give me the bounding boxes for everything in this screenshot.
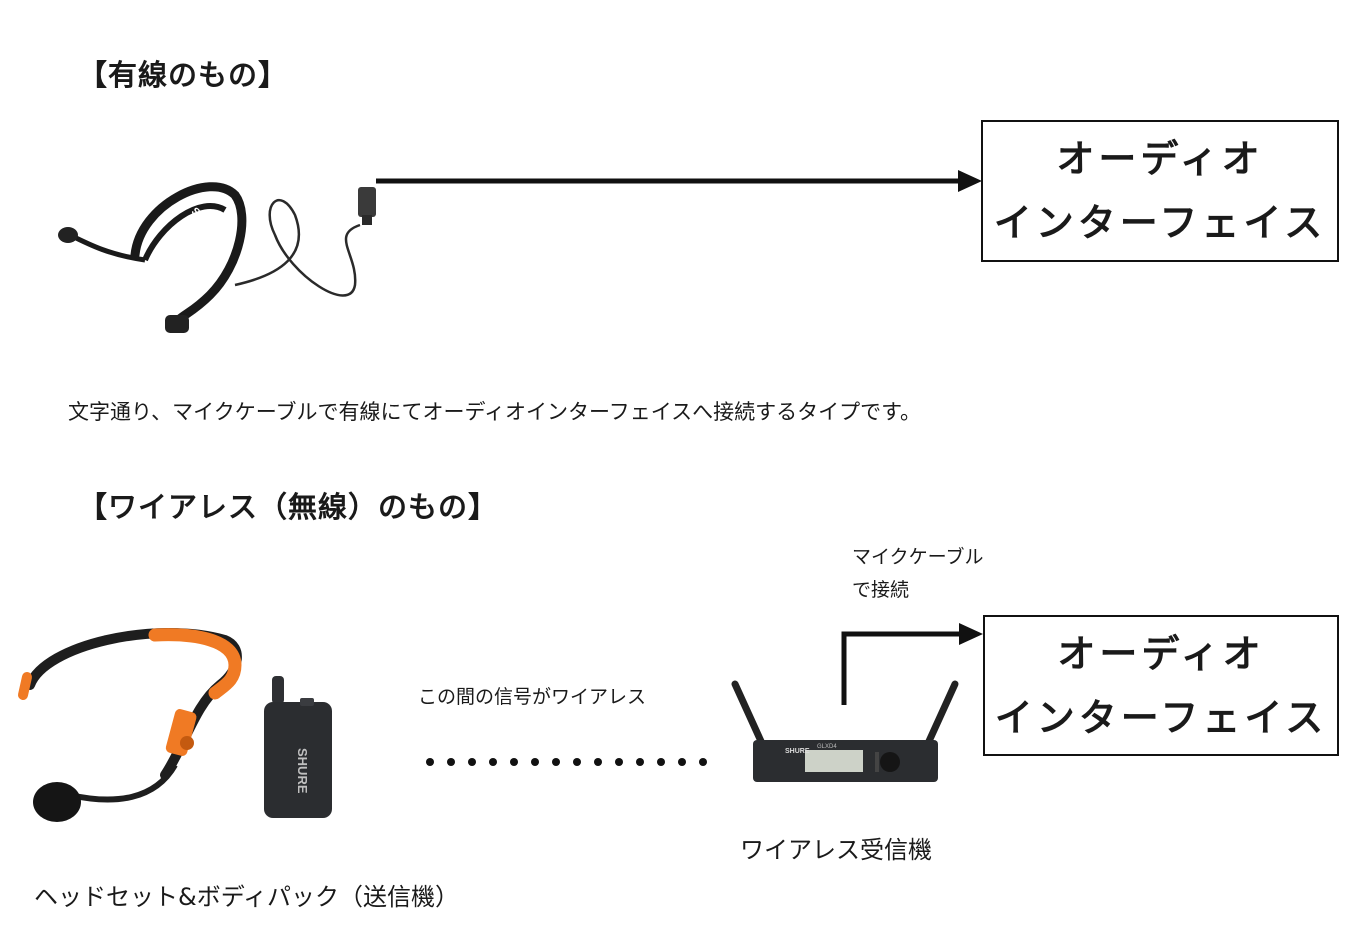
bodypack-transmitter-image: SHURE <box>264 676 332 818</box>
wireless-signal-dots <box>426 758 707 766</box>
wired-headband <box>130 182 247 330</box>
receiver-model: GLXD4 <box>817 744 837 750</box>
wireless-ear-tip-left <box>18 672 32 700</box>
wireless-headset-image <box>18 627 242 822</box>
wired-arrow <box>376 170 982 192</box>
bodypack-body <box>264 702 332 818</box>
wireless-receiver-image: SHURE GLXD4 <box>731 680 959 782</box>
wireless-heading: 【ワイアレス（無線）のもの】 <box>78 490 499 524</box>
cable-label-line2: で接続 <box>852 579 910 601</box>
wired-interface-line1: オーディオ <box>1056 137 1264 181</box>
receiver-brand: SHURE <box>785 748 810 755</box>
wireless-headband-orange <box>148 628 242 700</box>
wired-ear-piece <box>165 315 189 333</box>
wireless-signal-label: この間の信号がワイアレス <box>418 686 647 708</box>
cable-label-line1: マイクケーブル <box>852 546 984 568</box>
headset-caption: ヘッドセット&ボディパック（送信機） <box>34 883 460 911</box>
wired-connector-clip <box>362 215 372 225</box>
wired-audio-interface-box: オーディオ インターフェイス <box>981 120 1339 262</box>
wireless-interface-line2: インターフェイス <box>994 695 1328 740</box>
wireless-orange-knob <box>180 736 194 750</box>
bodypack-brand: SHURE <box>295 748 310 794</box>
bodypack-antenna <box>272 676 284 704</box>
wired-mic-capsule <box>58 227 78 243</box>
wireless-interface-line1: オーディオ <box>1057 631 1265 676</box>
receiver-display <box>805 750 863 772</box>
wired-headband-inner <box>142 203 227 262</box>
wired-heading: 【有線のもの】 <box>78 58 289 92</box>
receiver-caption: ワイアレス受信機 <box>740 836 932 864</box>
wired-connector <box>358 187 376 217</box>
receiver-antenna-right <box>921 680 959 754</box>
wireless-headband <box>25 627 242 780</box>
wireless-cable-arrow <box>841 623 983 705</box>
wireless-audio-interface-box: オーディオ インターフェイス <box>983 615 1339 756</box>
wireless-mic-windscreen <box>33 782 81 822</box>
wired-headset-image: SHURE <box>58 182 376 333</box>
wired-interface-line2: インターフェイス <box>993 201 1327 245</box>
wired-cable <box>234 199 361 297</box>
wireless-mic-boom <box>69 763 178 803</box>
wired-description: 文字通り、マイクケーブルで有線にてオーディオインターフェイスへ接続するタイプです… <box>68 400 922 424</box>
receiver-knob <box>880 752 900 772</box>
receiver-antenna-left <box>731 680 769 754</box>
